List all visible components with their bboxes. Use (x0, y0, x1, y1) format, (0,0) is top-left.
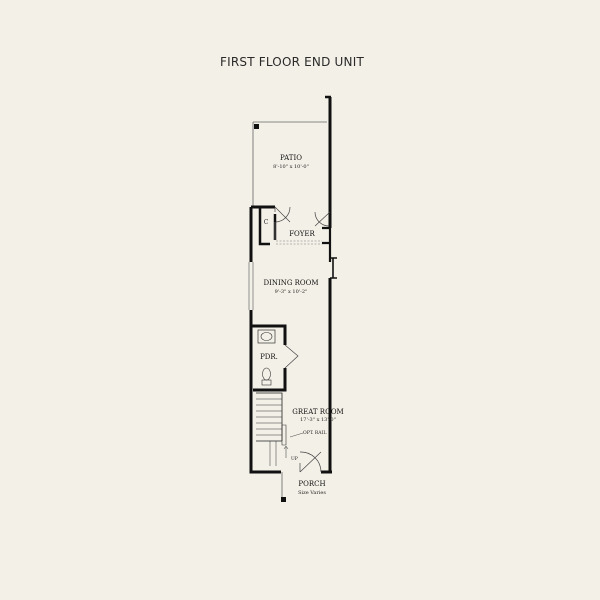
closet-label: C (264, 219, 269, 226)
foyer-label: FOYER (289, 230, 315, 238)
dining-room-dimensions: 9'-3" x 10'-2" (275, 289, 308, 295)
optional-rail-leader (289, 432, 304, 438)
dining-room-label: DINING ROOM (263, 279, 318, 287)
powder-room-area (251, 324, 299, 392)
page-title: FIRST FLOOR END UNIT (220, 55, 364, 69)
patio-label: PATIO (280, 154, 302, 162)
powder-room-label: PDR. (260, 353, 278, 361)
dining-room-area (248, 244, 254, 326)
stair-treads (256, 398, 282, 466)
porch-label: PORCH (298, 480, 325, 488)
stair-up-label: UP (291, 456, 298, 462)
porch-dimensions: Size Varies (298, 490, 326, 496)
patio-post (254, 124, 259, 129)
patio-area (252, 95, 332, 228)
great-room-bottom-wall-right (321, 278, 332, 474)
optional-rail-label: OPT. RAIL (303, 430, 326, 436)
foyer-area (249, 205, 337, 279)
porch-area (281, 472, 286, 502)
foyer-right-jog (322, 226, 332, 262)
powder-room-door-swing (284, 344, 299, 369)
patio-dimensions: 8'-10" x 10'-0" (273, 164, 309, 170)
powder-room-walls (251, 324, 287, 392)
foyer-threshold-dashed (276, 240, 322, 245)
great-room-left-wall (249, 326, 281, 474)
dining-window (248, 262, 254, 310)
great-room-dimensions: 17'-3" x 13'-0" (300, 417, 336, 423)
patio-outline (252, 121, 327, 207)
sink-icon (257, 329, 276, 344)
optional-rail (281, 424, 287, 446)
porch-post (281, 497, 286, 502)
toilet-icon (261, 367, 272, 386)
foyer-door-swing-right (314, 211, 331, 227)
great-room-area (249, 278, 332, 474)
great-room-label: GREAT ROOM (292, 408, 343, 416)
foyer-door-swing-left (274, 206, 291, 223)
stair-up-arrow (283, 445, 289, 458)
front-door-swing (299, 451, 322, 473)
